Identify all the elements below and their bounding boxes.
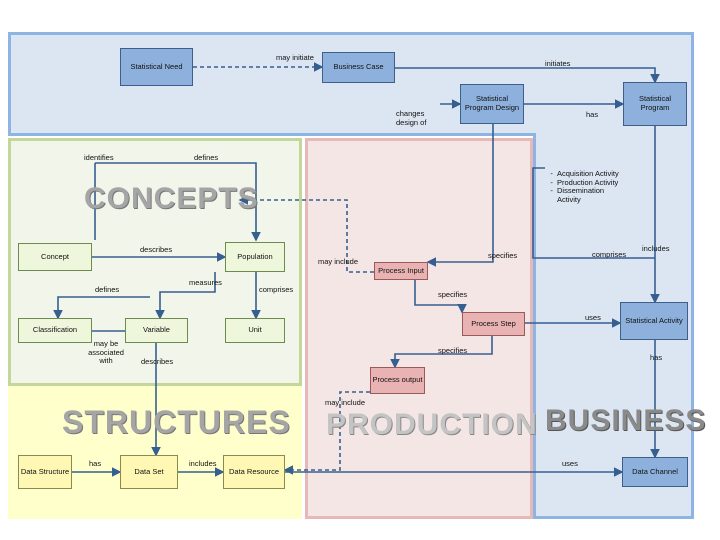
label-has-top: has bbox=[586, 110, 599, 119]
edge-identifies bbox=[95, 162, 261, 242]
data-resource-node[interactable]: Data Resource bbox=[223, 455, 285, 489]
edge-may-include-top bbox=[238, 195, 374, 273]
process-output-node[interactable]: Process output bbox=[370, 367, 425, 394]
label-describes: describes bbox=[140, 245, 173, 254]
concepts-title: CONCEPTS bbox=[84, 182, 259, 215]
edge-initiates bbox=[395, 67, 660, 84]
statistical-program-node[interactable]: Statistical Program bbox=[623, 82, 687, 126]
label-describes-bottom: describes bbox=[141, 357, 174, 366]
data-set-node[interactable]: Data Set bbox=[120, 455, 178, 489]
label-comprises-left: comprises bbox=[259, 285, 294, 294]
label-identifies: identifies bbox=[84, 153, 114, 162]
edge-defines-mid bbox=[53, 296, 150, 320]
label-may-include-top: may include bbox=[318, 257, 359, 266]
label-changes-design-of: changes design of bbox=[396, 109, 427, 127]
edge-measures bbox=[155, 272, 216, 320]
activities-list: Acquisition Activity Production Activity… bbox=[547, 169, 623, 205]
classification-node[interactable]: Classification bbox=[18, 318, 92, 343]
label-specifies-mid: specifies bbox=[438, 290, 468, 299]
label-uses-bottom: uses bbox=[562, 459, 578, 468]
statistical-activity-node[interactable]: Statistical Activity bbox=[620, 302, 688, 340]
structures-region bbox=[8, 386, 302, 519]
statistical-program-design-node[interactable]: Statistical Program Design bbox=[460, 84, 524, 124]
edge-may-include-bottom bbox=[283, 391, 370, 475]
concept-node[interactable]: Concept bbox=[18, 243, 92, 271]
label-has-bottom: has bbox=[89, 459, 102, 468]
process-input-node[interactable]: Process Input bbox=[374, 262, 428, 280]
label-may-be-associated-with: may be associated with bbox=[88, 339, 124, 366]
edge-specifies-top bbox=[426, 124, 494, 267]
label-comprises-right: comprises bbox=[592, 250, 627, 259]
production-title: PRODUCTION bbox=[326, 408, 538, 441]
label-initiates: initiates bbox=[545, 59, 571, 68]
label-includes-right: includes bbox=[642, 244, 670, 253]
label-defines-mid: defines bbox=[95, 285, 120, 294]
population-node[interactable]: Population bbox=[225, 242, 285, 272]
activity-item: Dissemination Activity bbox=[557, 186, 623, 204]
label-has-right: has bbox=[650, 353, 663, 362]
label-uses-mid: uses bbox=[585, 313, 601, 322]
label-specifies-bottom: specifies bbox=[438, 346, 468, 355]
label-includes-bottom: includes bbox=[189, 459, 217, 468]
label-may-include-bottom: may include bbox=[325, 398, 366, 407]
label-defines-top: defines bbox=[194, 153, 219, 162]
edge-specifies-bottom bbox=[390, 336, 493, 369]
edge-comprises-right bbox=[532, 167, 655, 259]
activity-item: Acquisition Activity bbox=[557, 169, 623, 179]
label-may-initiate: may initiate bbox=[276, 53, 314, 62]
variable-node[interactable]: Variable bbox=[125, 318, 188, 343]
label-measures: measures bbox=[189, 278, 222, 287]
edge-specifies-mid bbox=[414, 280, 467, 314]
unit-node[interactable]: Unit bbox=[225, 318, 285, 343]
activity-item: Production Activity bbox=[557, 178, 623, 188]
data-channel-node[interactable]: Data Channel bbox=[622, 457, 688, 487]
data-structure-node[interactable]: Data Structure bbox=[18, 455, 72, 489]
label-specifies-top: specifies bbox=[488, 251, 518, 260]
business-case-node[interactable]: Business Case bbox=[322, 52, 395, 83]
structures-title: STRUCTURES bbox=[62, 404, 291, 440]
business-title: BUSINESS bbox=[545, 404, 707, 437]
statistical-need-node[interactable]: Statistical Need bbox=[120, 48, 193, 86]
process-step-node[interactable]: Process Step bbox=[462, 312, 525, 336]
